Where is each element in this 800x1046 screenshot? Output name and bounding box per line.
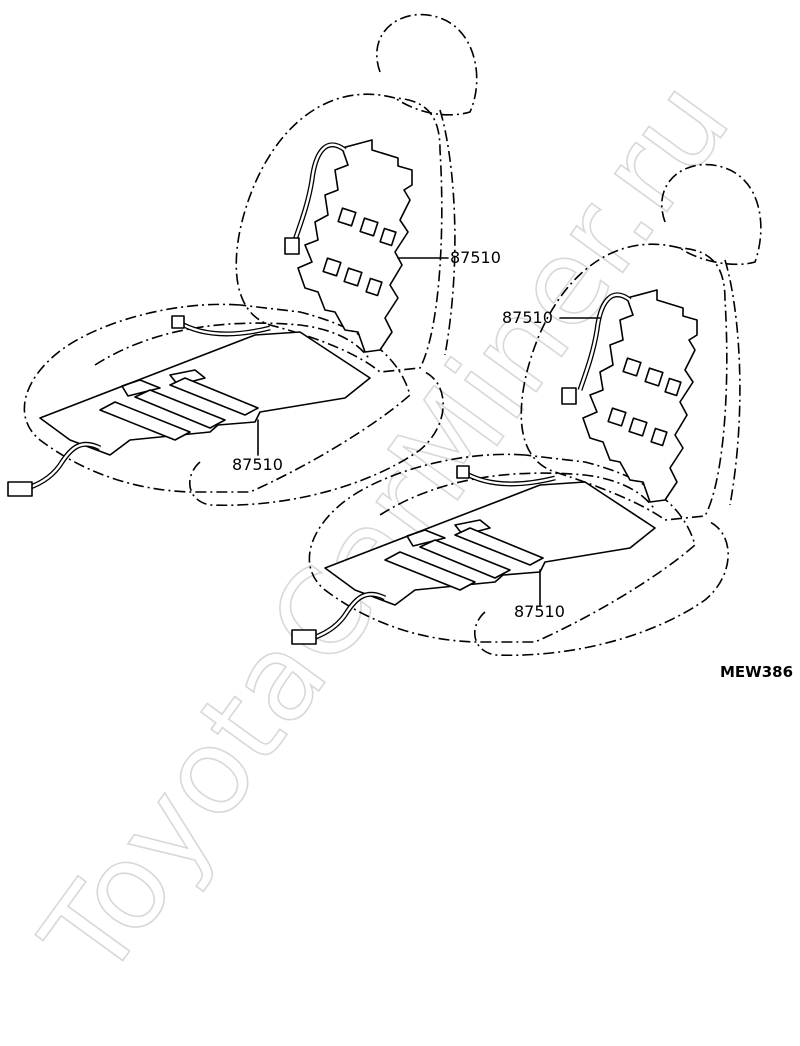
seat-right: 87510 87510 bbox=[291, 163, 762, 657]
seat-right-cushion-plug bbox=[291, 629, 317, 645]
seat-left-back-heater bbox=[297, 139, 413, 353]
seat-right-back-connector bbox=[561, 387, 577, 405]
seat-right-back-callout: 87510 bbox=[502, 308, 553, 327]
seat-left-back-callout: 87510 bbox=[450, 248, 501, 267]
seat-left-front-bolster bbox=[188, 371, 444, 507]
seat-left-back-connector bbox=[284, 237, 300, 255]
seat-left-cushion-outline bbox=[23, 303, 411, 493]
figure-code: MEW386 bbox=[720, 663, 793, 681]
seat-left-cushion-heater bbox=[39, 331, 371, 456]
seat-right-cushion-callout: 87510 bbox=[514, 602, 565, 621]
seat-right-back-heater bbox=[582, 289, 698, 503]
seat-right-cushion-heater bbox=[324, 481, 656, 606]
seat-left-headrest bbox=[376, 13, 478, 116]
seat-right-seatback-outline bbox=[520, 243, 728, 521]
seat-left: 87510 87510 bbox=[7, 13, 501, 507]
seat-right-cushion-outline bbox=[308, 453, 696, 643]
seat-left-seatback-outline bbox=[235, 93, 443, 373]
seat-left-cushion-plug bbox=[7, 481, 33, 497]
seat-left-cushion-callout: 87510 bbox=[232, 455, 283, 474]
seat-right-front-bolster bbox=[473, 521, 729, 657]
